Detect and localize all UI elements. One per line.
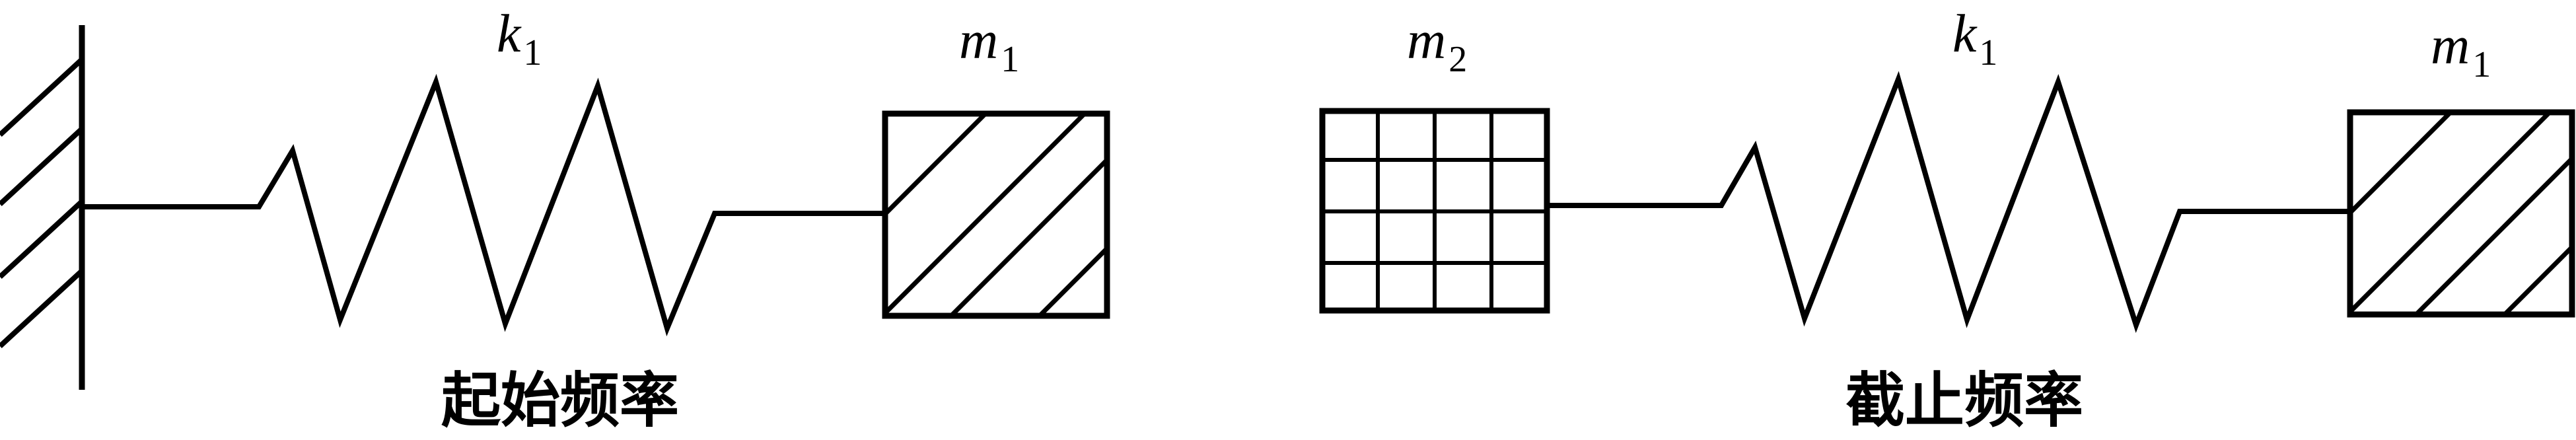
mass-label-m1-right: m1 bbox=[2431, 15, 2491, 85]
caption-cutoff-frequency: 截止频率 bbox=[1845, 366, 2083, 435]
spring-label-k1-right: k1 bbox=[1952, 3, 1998, 73]
mass-m2-grid bbox=[1319, 108, 1550, 314]
spring-k1-left bbox=[82, 73, 885, 337]
spring-label-k1-left: k1 bbox=[497, 3, 542, 73]
fixed-wall bbox=[0, 25, 85, 390]
mass-m1-right bbox=[2347, 109, 2575, 318]
mass-m1-left bbox=[882, 110, 1110, 319]
mass-label-m2: m2 bbox=[1407, 10, 1468, 80]
mass-label-m1-left: m1 bbox=[959, 10, 1020, 80]
caption-start-frequency: 起始频率 bbox=[441, 366, 679, 435]
spring-k1-right bbox=[1547, 71, 2350, 334]
